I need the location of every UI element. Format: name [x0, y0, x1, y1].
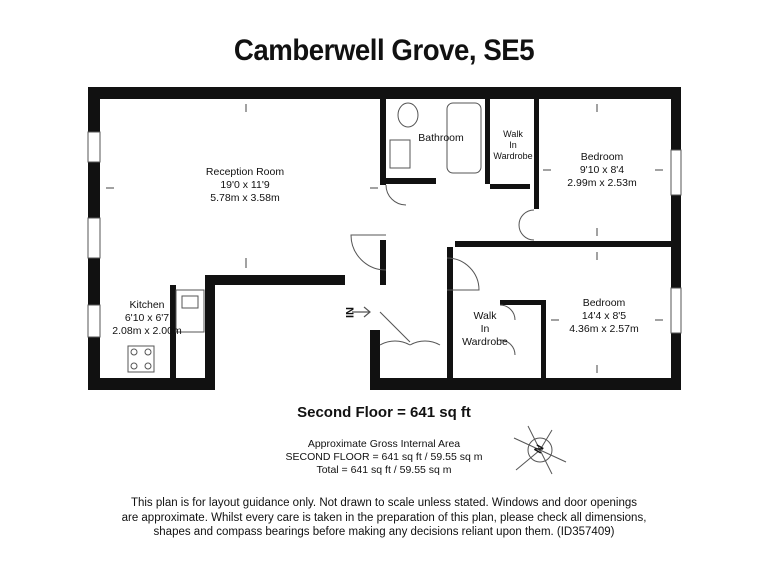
reception-imperial: 19'0 x 11'9: [220, 179, 270, 191]
entrance-arrow: [352, 306, 371, 318]
compass-icon: [513, 425, 567, 475]
bedroom1-imperial: 9'10 x 8'4: [579, 164, 625, 176]
kitchen-name: Kitchen: [129, 299, 165, 311]
gross-area-block: Approximate Gross Internal Area SECOND F…: [200, 438, 568, 477]
bedroom2-name: Bedroom: [582, 297, 626, 309]
disclaimer-line2: are approximate. Whilst every care is ta…: [121, 511, 647, 524]
kitchen-fixtures: [127, 289, 205, 373]
reception-name: Reception Room: [205, 166, 285, 178]
bathroom-fixtures: [389, 102, 482, 174]
wardrobe-bottom-line3: Wardrobe: [462, 336, 508, 348]
dimension-arrows: [106, 104, 663, 373]
bedroom1-label: Bedroom 9'10 x 8'4 2.99m x 2.53m: [556, 151, 648, 190]
plan-title: Camberwell Grove, SE5: [233, 34, 535, 67]
reception-room-label: Reception Room 19'0 x 11'9 5.78m x 3.58m: [180, 166, 310, 205]
bedroom1-metric: 2.99m x 2.53m: [567, 177, 637, 189]
wardrobe-top-label: Walk In Wardrobe: [488, 129, 538, 162]
entrance-marker: IN: [344, 307, 357, 318]
wardrobe-bottom-label: Walk In Wardrobe: [455, 310, 515, 349]
disclaimer-line1: This plan is for layout guidance only. N…: [130, 497, 638, 509]
outer-walls: [88, 87, 681, 390]
wardrobe-top-line3: Wardrobe: [493, 151, 533, 161]
reception-metric: 5.78m x 3.58m: [210, 192, 280, 204]
kitchen-imperial: 6'10 x 6'7: [124, 312, 170, 324]
gross-area-heading: Approximate Gross Internal Area: [307, 438, 461, 450]
floor-area-title: Second Floor = 641 sq ft: [297, 404, 471, 421]
kitchen-label: Kitchen 6'10 x 6'7 2.08m x 2.00m: [102, 299, 192, 338]
bedroom2-metric: 4.36m x 2.57m: [569, 323, 639, 335]
bedroom1-name: Bedroom: [580, 151, 624, 163]
bathroom-label: Bathroom: [406, 132, 476, 145]
bedroom2-label: Bedroom 14'4 x 8'5 4.36m x 2.57m: [558, 297, 650, 336]
bedroom2-imperial: 14'4 x 8'5: [581, 310, 627, 322]
gross-area-total: Total = 641 sq ft / 59.55 sq m: [316, 464, 452, 476]
gross-area-second-floor: SECOND FLOOR = 641 sq ft / 59.55 sq m: [285, 451, 483, 463]
disclaimer-line3: shapes and compass bearings before makin…: [153, 526, 615, 538]
bathroom-name: Bathroom: [418, 132, 464, 144]
door-swings: [350, 184, 535, 356]
wardrobe-bottom-line2: In: [480, 323, 490, 335]
windows-left: [87, 131, 101, 338]
wardrobe-bottom-line1: Walk: [473, 310, 497, 322]
windows-right: [670, 149, 682, 334]
wardrobe-top-line1: Walk: [503, 129, 523, 139]
interior-walls: [170, 99, 671, 378]
wardrobe-top-line2: In: [509, 140, 517, 150]
disclaimer: This plan is for layout guidance only. N…: [100, 496, 668, 540]
kitchen-metric: 2.08m x 2.00m: [112, 325, 182, 337]
